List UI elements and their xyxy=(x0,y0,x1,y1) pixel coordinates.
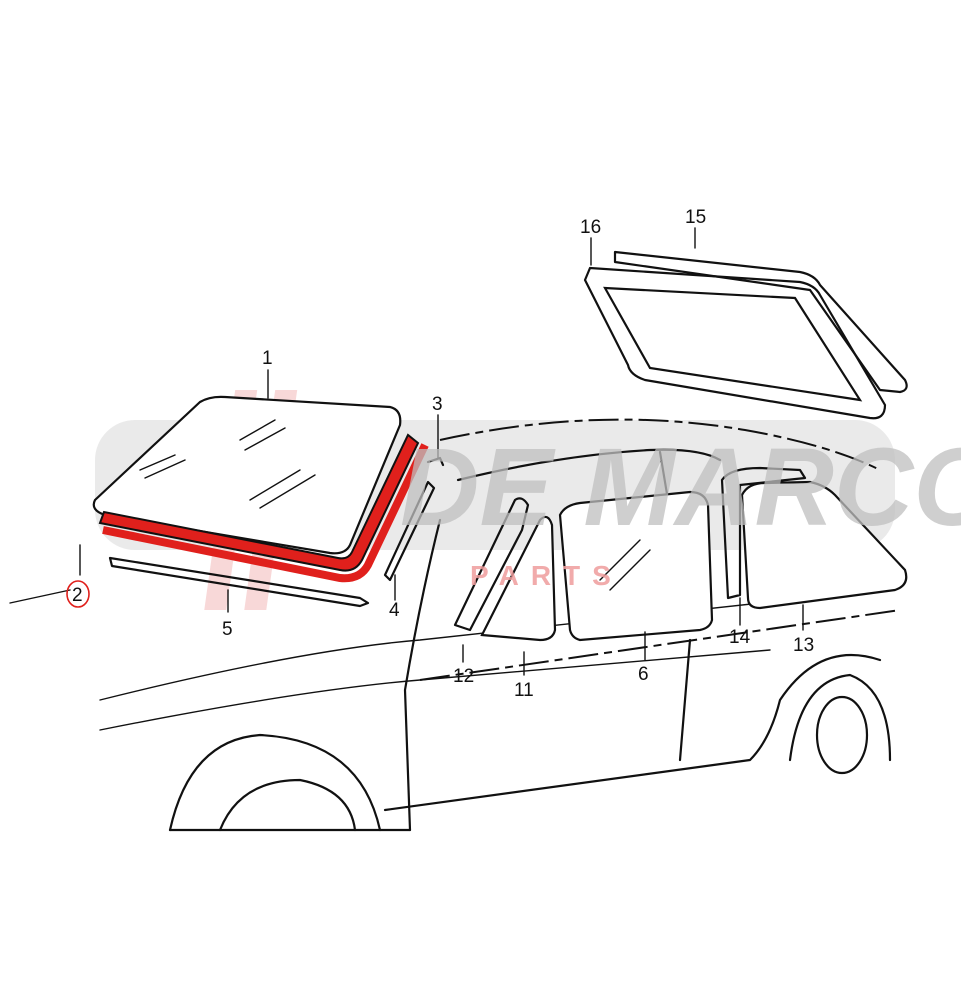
watermark-logo: DE MARCO PARTS xyxy=(400,426,961,591)
callout-labels: 1 2 3 4 5 6 11 12 13 14 15 16 xyxy=(66,207,814,701)
callout-12[interactable]: 12 xyxy=(453,666,474,687)
callout-2[interactable]: 2 xyxy=(72,585,83,606)
sunroof-seal xyxy=(583,266,887,420)
trim-strip xyxy=(108,556,370,608)
leader-lines xyxy=(79,227,804,676)
glass-hatching xyxy=(139,419,316,509)
windscreen-seal-highlighted xyxy=(98,433,420,572)
door-window-glass xyxy=(558,490,714,642)
callout-5[interactable]: 5 xyxy=(222,619,233,640)
callout-4[interactable]: 4 xyxy=(389,600,400,621)
callout-13[interactable]: 13 xyxy=(793,635,814,656)
car-body-outline xyxy=(9,418,901,832)
door-glass-hatching xyxy=(599,539,651,591)
rear-quarter-glass xyxy=(740,480,908,610)
callout-11[interactable]: 11 xyxy=(514,680,534,701)
callout-6[interactable]: 6 xyxy=(638,664,649,685)
sunroof-glass xyxy=(603,286,863,402)
callout-15[interactable]: 15 xyxy=(685,207,706,228)
vent-window-seal xyxy=(453,497,530,632)
windscreen-seal-inner xyxy=(102,443,429,583)
callout-16[interactable]: 16 xyxy=(580,217,601,238)
callout-1[interactable]: 1 xyxy=(262,348,273,369)
rear-quarter-seal xyxy=(720,466,807,600)
watermark-subtext: PARTS xyxy=(470,560,623,591)
a-pillar-trim xyxy=(383,480,436,582)
windscreen-glass xyxy=(92,395,402,555)
vent-window-glass xyxy=(480,515,557,642)
callout-14[interactable]: 14 xyxy=(729,627,751,648)
callout-3[interactable]: 3 xyxy=(432,394,443,415)
highlight-ring xyxy=(66,580,90,608)
clip xyxy=(426,456,445,467)
watermark-text: DE MARCO xyxy=(400,426,961,549)
sunroof-panel xyxy=(613,250,908,394)
